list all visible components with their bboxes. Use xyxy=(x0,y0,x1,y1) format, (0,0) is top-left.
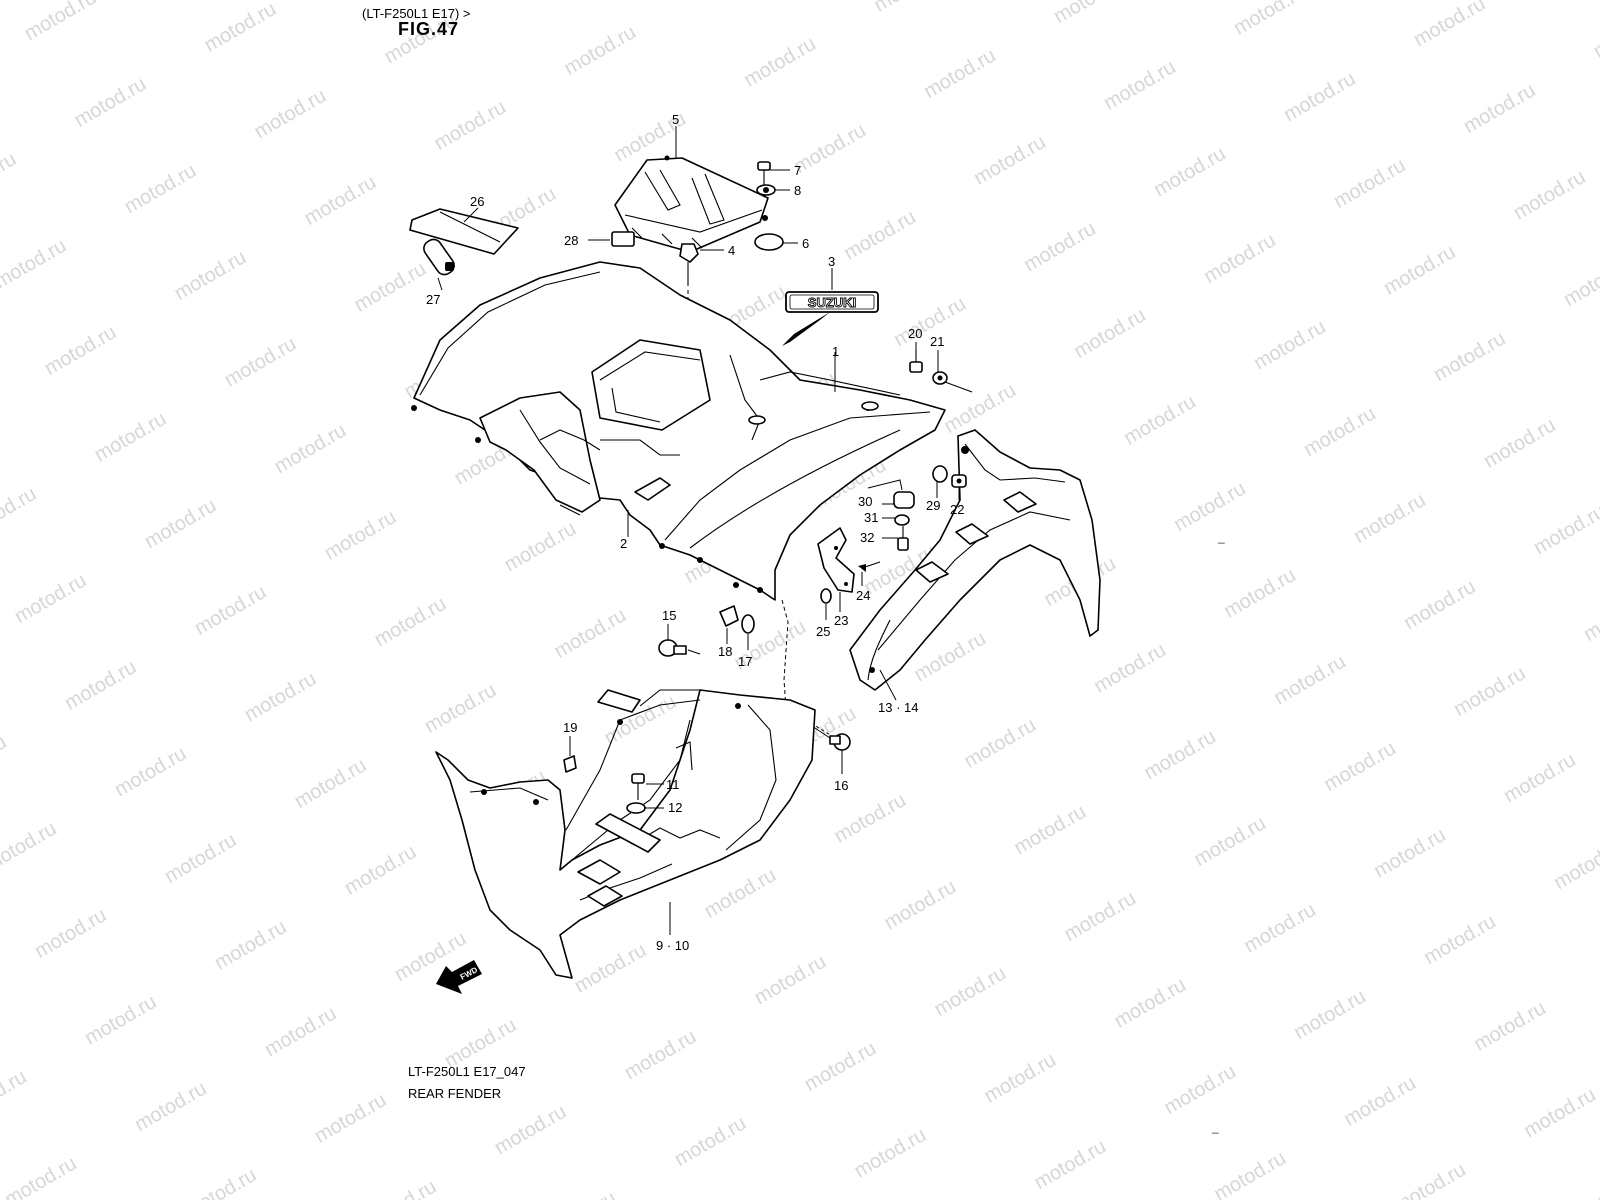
part-5-storage-lid xyxy=(614,155,769,253)
part-11-bolt xyxy=(631,773,645,800)
callout-20: 20 xyxy=(908,326,922,341)
part-24-screw xyxy=(858,561,881,572)
part-1-rear-fender xyxy=(411,261,946,601)
diagram-title: REAR FENDER xyxy=(408,1086,502,1101)
part-32-bolt xyxy=(897,526,909,551)
stray-mark-bottom: _ xyxy=(1212,1120,1219,1134)
callout-31: 31 xyxy=(864,510,878,525)
part-9-10-footrest xyxy=(435,689,816,979)
callout-24: 24 xyxy=(856,588,870,603)
part-17-washer xyxy=(741,614,755,634)
callout-30: 30 xyxy=(858,494,872,509)
part-21-nut xyxy=(932,371,948,385)
callout-27: 27 xyxy=(426,292,440,307)
callout-22: 22 xyxy=(950,502,964,517)
part-18-grommet xyxy=(719,605,739,627)
callout-32: 32 xyxy=(860,530,874,545)
callout-6: 6 xyxy=(802,236,809,251)
callout-16: 16 xyxy=(834,778,848,793)
callout-labels: 1 2 3 4 5 6 7 8 9 · 10 11 12 13 · 14 15 … xyxy=(426,112,964,953)
callout-26: 26 xyxy=(470,194,484,209)
callout-28: 28 xyxy=(564,233,578,248)
part-22-nut xyxy=(951,474,967,488)
callout-13-14: 13 · 14 xyxy=(878,700,918,715)
callout-3: 3 xyxy=(828,254,835,269)
part-25-nut xyxy=(820,588,832,604)
part-29-washer xyxy=(932,465,948,483)
callout-25: 25 xyxy=(816,624,830,639)
callout-11: 11 xyxy=(666,777,680,792)
callout-8: 8 xyxy=(794,183,801,198)
part-13-14-fender-flap xyxy=(849,429,1101,691)
stray-mark-right: _ xyxy=(1218,530,1225,544)
callout-15: 15 xyxy=(662,608,676,623)
leader-lines xyxy=(437,126,960,935)
callout-18: 18 xyxy=(718,644,732,659)
callout-21: 21 xyxy=(930,334,944,349)
part-31-collar xyxy=(894,514,910,526)
part-20-bolt xyxy=(909,350,923,373)
callout-17: 17 xyxy=(738,654,752,669)
part-16-rivet xyxy=(829,733,851,751)
part-6-cap xyxy=(754,233,784,251)
callout-19: 19 xyxy=(563,720,577,735)
part-27-tube xyxy=(423,238,455,276)
callout-1: 1 xyxy=(832,344,839,359)
callout-29: 29 xyxy=(926,498,940,513)
emblem-text: SUZUKI xyxy=(808,295,856,310)
callout-4: 4 xyxy=(728,243,735,258)
part-30-cushion xyxy=(893,491,915,509)
part-19-clip xyxy=(563,755,577,773)
part-26-reflector xyxy=(409,208,519,255)
part-8-nut xyxy=(756,184,776,196)
part-3-emblem: SUZUKI xyxy=(782,291,879,346)
part-12-washer xyxy=(626,802,646,814)
part-15-rivet xyxy=(658,639,687,657)
header-reference: (LT-F250L1 E17) > xyxy=(362,6,471,21)
callout-12: 12 xyxy=(668,800,682,815)
callout-9-10: 9 · 10 xyxy=(656,938,689,953)
part-7-bolt xyxy=(757,161,771,186)
callout-23: 23 xyxy=(834,613,848,628)
fwd-direction-arrow: FWD xyxy=(436,960,482,994)
callout-5: 5 xyxy=(672,112,679,127)
part-28-cushion xyxy=(611,231,635,247)
part-23-bracket xyxy=(817,527,855,593)
callout-7: 7 xyxy=(794,163,801,178)
callout-2: 2 xyxy=(620,536,627,551)
diagram-code: LT-F250L1 E17_047 xyxy=(408,1064,526,1079)
